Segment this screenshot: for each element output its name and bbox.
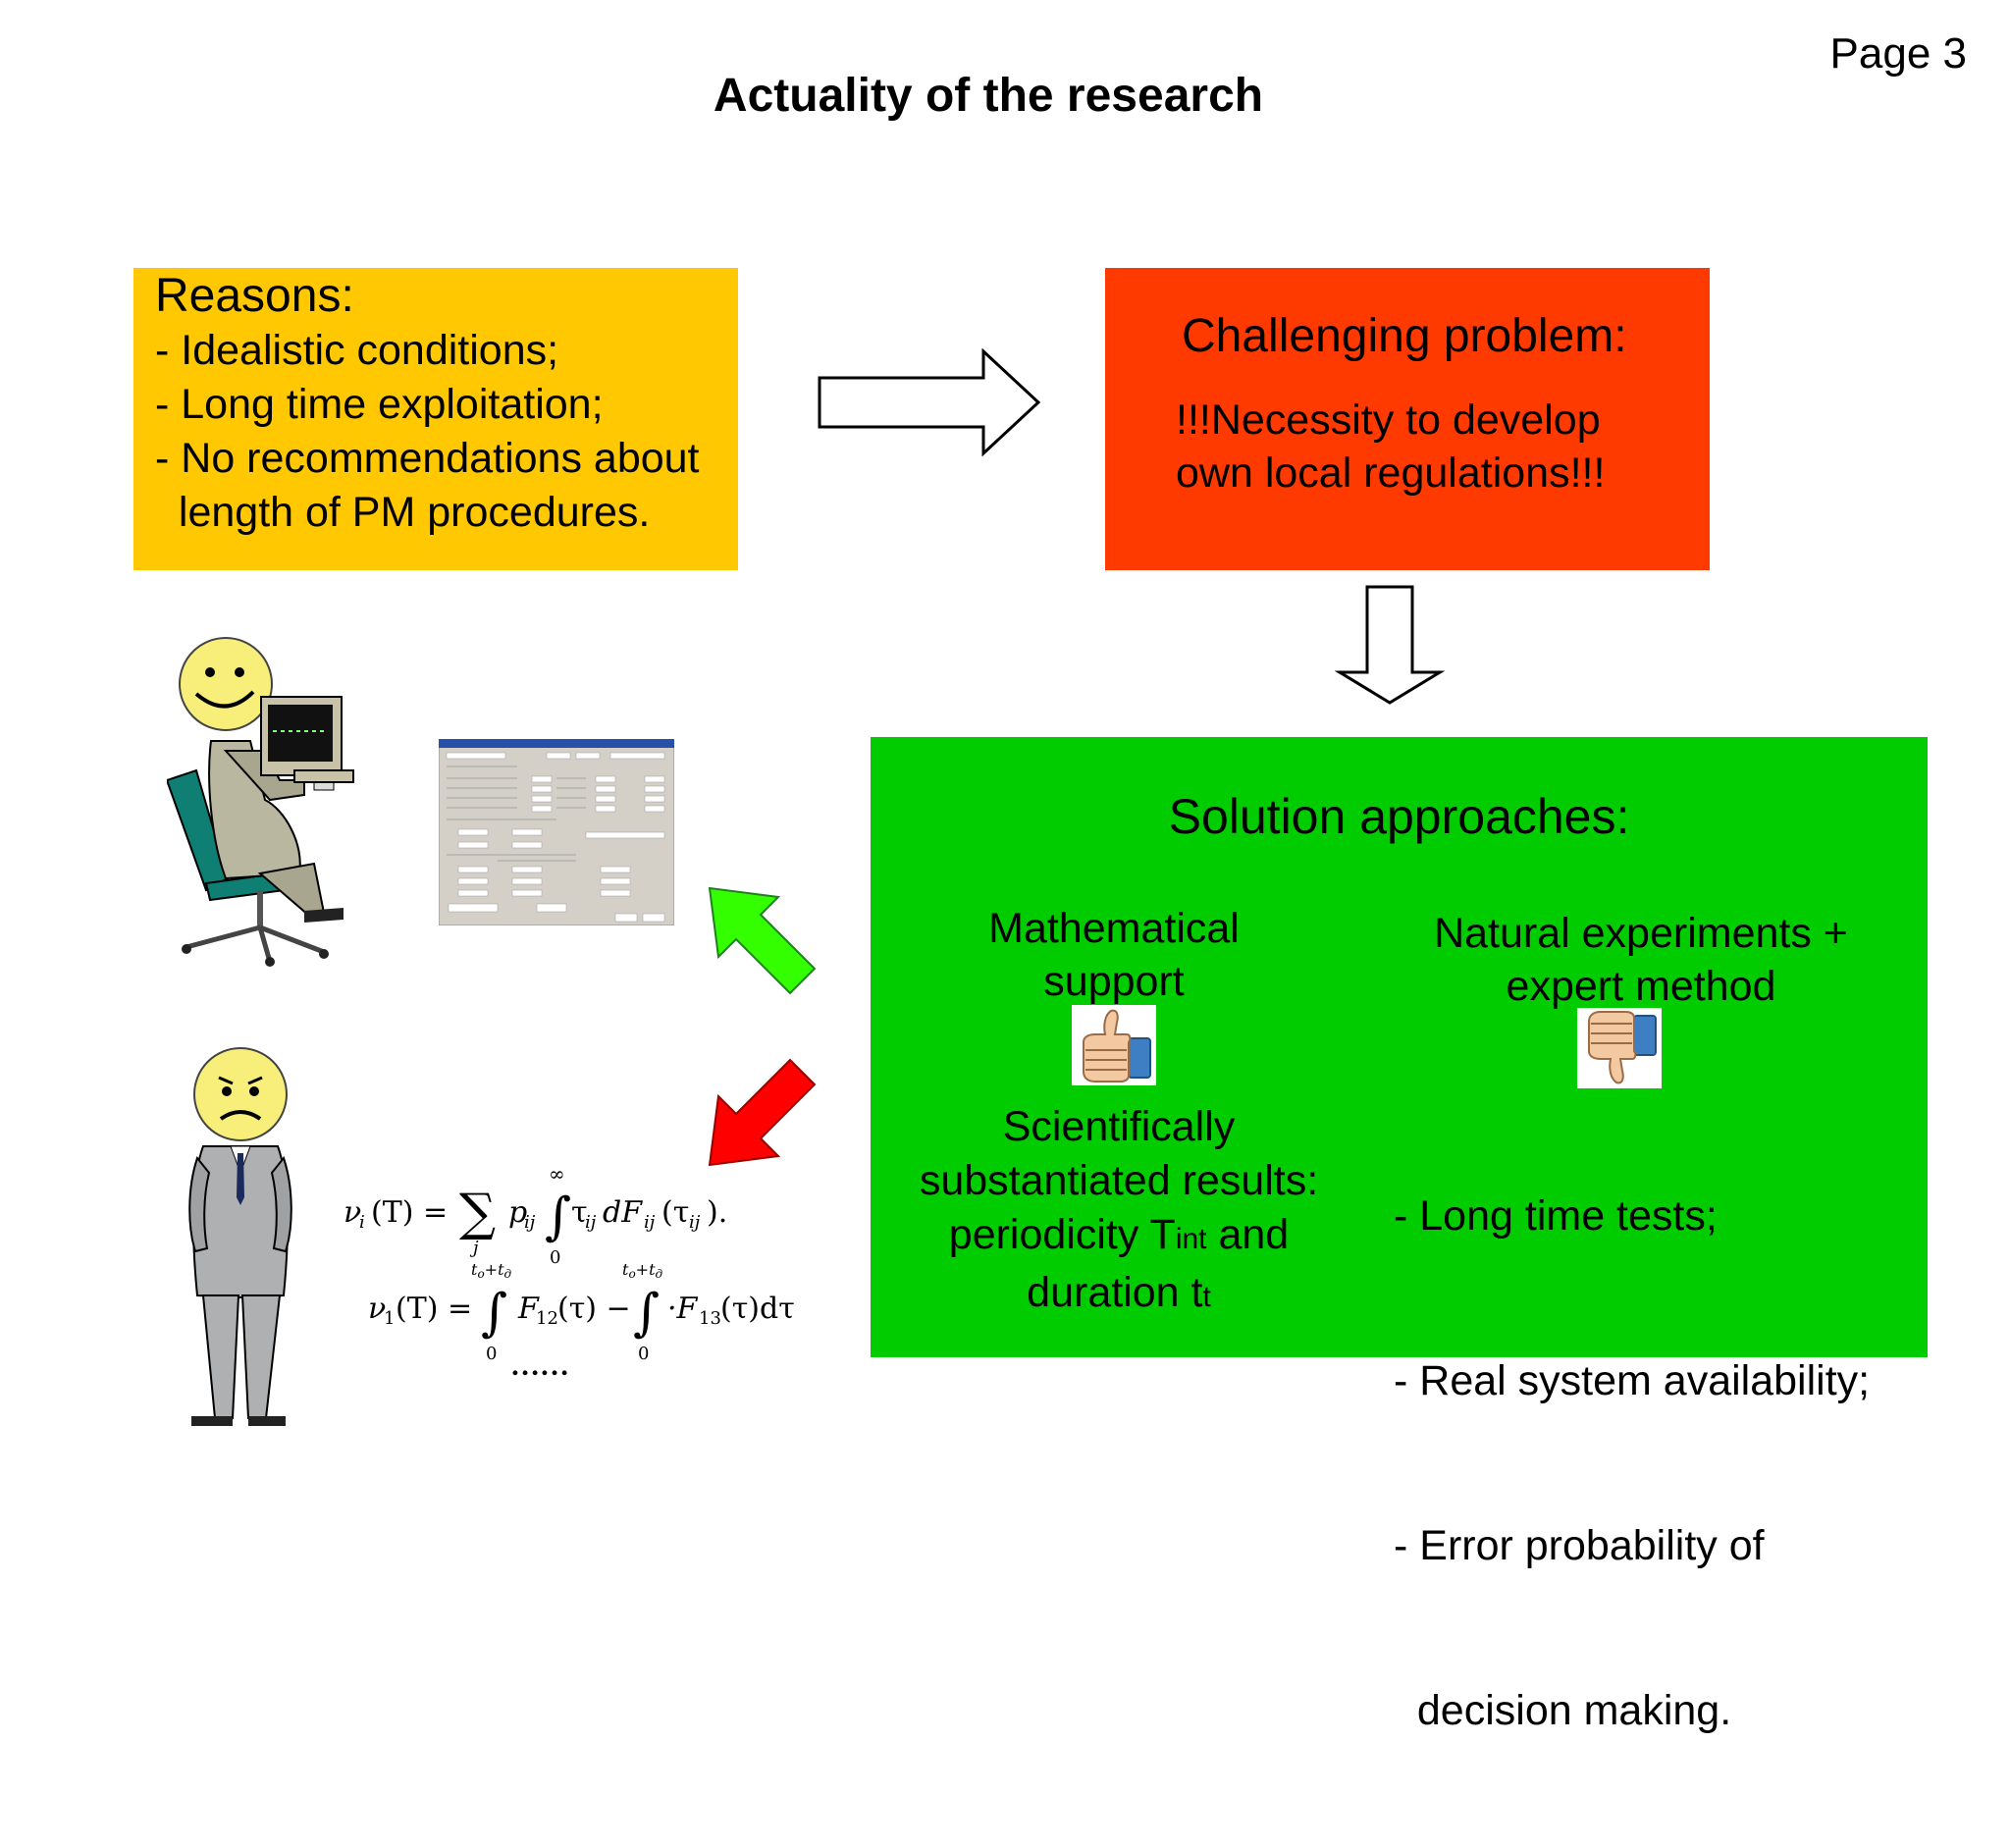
formula2-lower-b: 0 <box>638 1344 649 1364</box>
formula2-F12: F <box>517 1292 540 1326</box>
math-title-line: Mathematical <box>988 905 1240 952</box>
happy-user-at-computer-icon <box>167 637 354 967</box>
formula1-arg-close: ). <box>707 1195 727 1230</box>
formula2-lhs-sub: 1 <box>384 1308 395 1329</box>
formula1-sum-sub: j <box>469 1238 479 1258</box>
thumbs-up-icon <box>1072 1005 1156 1085</box>
down-arrow-icon <box>1335 585 1445 705</box>
duration-sub: t <box>1202 1281 1211 1313</box>
software-screenshot-icon <box>439 739 674 925</box>
formula1-arg-sub: ij <box>689 1212 701 1233</box>
formula1-lhs: ν <box>344 1195 361 1230</box>
reason-item: length of PM procedures. <box>155 489 651 536</box>
formula1-dF: dF <box>603 1195 643 1230</box>
formula2-F13: ·F <box>667 1292 699 1326</box>
formula1-dF-sub: ij <box>644 1212 656 1233</box>
formula1-lower: 0 <box>550 1247 560 1268</box>
formula2-F13-sub: 13 <box>699 1308 721 1329</box>
solution-box: Solution approaches: Mathematical suppor… <box>871 737 1928 1734</box>
con-item: decision making. <box>1394 1687 1732 1734</box>
thumbs-down-icon <box>1577 1008 1662 1088</box>
reasons-box: Reasons: - Idealistic conditions; - Long… <box>133 268 738 570</box>
periodicity-line: periodicity Tint and <box>898 1208 1340 1266</box>
slide-title: Actuality of the research <box>713 70 1264 122</box>
formula1-tau: τ <box>571 1195 588 1230</box>
reason-item: - Long time exploitation; <box>155 381 604 428</box>
formula1-p: p <box>508 1195 527 1230</box>
right-arrow-icon <box>818 348 1041 456</box>
formula2-F13-arg: (τ)dτ <box>720 1292 795 1326</box>
math-title-line: support <box>1043 958 1185 1005</box>
challenge-heading: Challenging problem: <box>1182 310 1627 362</box>
con-item: - Long time tests; <box>1394 1192 1718 1240</box>
formula1-arg-open: (τ <box>661 1195 689 1230</box>
challenge-box: Challenging problem: !!!Necessity to dev… <box>1105 268 1710 570</box>
formulas: ν i (T) = ∑ j p ij ∫ ∞ 0 τ ij dF ij (τ i… <box>344 1163 795 1379</box>
math-result-line: Scientifically <box>1002 1103 1236 1150</box>
red-down-left-arrow-icon <box>708 1058 817 1167</box>
nat-title-line: Natural experiments + <box>1434 910 1848 957</box>
formula2-upper-b: tо+tд <box>622 1260 663 1281</box>
reason-item: - No recommendations about <box>155 435 700 482</box>
formula1-p-sub: ij <box>524 1212 536 1233</box>
integral-symbol: ∫ <box>545 1188 571 1246</box>
sum-symbol: ∑ <box>459 1184 496 1242</box>
natural-cons-list: - Long time tests; - Real system availab… <box>1394 1079 1870 1848</box>
periodicity-sub: int <box>1175 1223 1207 1255</box>
challenge-line: !!!Necessity to develop <box>1176 396 1601 444</box>
solution-heading: Solution approaches: <box>1168 789 1630 844</box>
reasons-heading: Reasons: <box>155 270 354 322</box>
reason-item: - Idealistic conditions; <box>155 327 559 374</box>
nat-title-line: expert method <box>1506 963 1776 1010</box>
formula1-lhs-sub: i <box>359 1212 365 1233</box>
math-support-title: Mathematical support <box>957 902 1271 1008</box>
formula2-F12-sub: 12 <box>536 1308 558 1329</box>
duration-text: duration t <box>1027 1269 1203 1316</box>
green-up-left-arrow-icon <box>708 886 817 995</box>
math-result: Scientifically substantiated results: pe… <box>898 1100 1340 1324</box>
formula2-lower-a: 0 <box>486 1344 497 1364</box>
formula2-F12-arg: (τ) − <box>557 1292 631 1326</box>
duration-line: duration tt <box>898 1266 1340 1324</box>
math-result-line: substantiated results: <box>919 1157 1319 1204</box>
formula-ellipsis: …… <box>510 1349 569 1379</box>
periodicity-text: periodicity T <box>948 1211 1176 1258</box>
formula2-lhs: ν <box>368 1292 386 1326</box>
challenge-line: own local regulations!!! <box>1176 449 1606 497</box>
page-number: Page 3 <box>1829 29 1967 78</box>
integral-symbol: ∫ <box>481 1284 507 1343</box>
con-item: - Real system availability; <box>1394 1357 1871 1404</box>
challenge-text: !!!Necessity to develop own local regula… <box>1176 394 1605 500</box>
formula2-upper-a: tо+tд <box>471 1260 512 1281</box>
natural-experiments-title: Natural experiments + expert method <box>1396 907 1886 1013</box>
formula2-lhs-arg: (T) = <box>396 1292 472 1326</box>
periodicity-suffix: and <box>1206 1211 1290 1258</box>
sad-man-icon <box>188 1047 292 1426</box>
integral-symbol: ∫ <box>633 1284 660 1343</box>
con-item: - Error probability of <box>1394 1522 1765 1569</box>
formula1-upper: ∞ <box>549 1163 565 1186</box>
formula1-lhs-arg: (T) = <box>371 1195 448 1230</box>
formula1-tau-sub: ij <box>585 1212 597 1233</box>
